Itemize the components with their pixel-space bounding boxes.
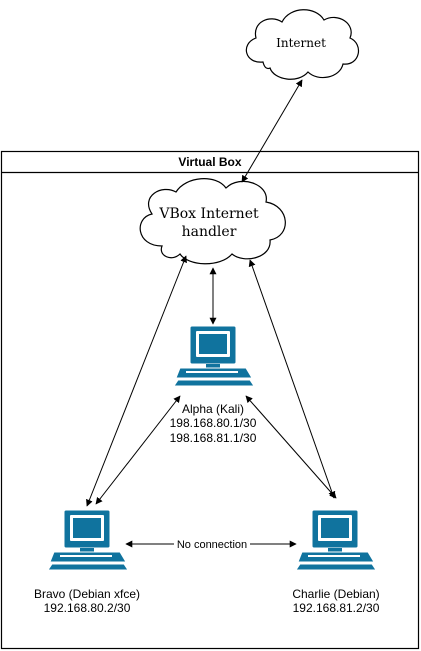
charlie-computer-icon (295, 509, 377, 571)
charlie-ip: 192.168.81.2/30 (293, 601, 380, 615)
edge-alpha-bravo (95, 395, 181, 505)
no-connection-label-bg (174, 536, 250, 552)
bravo-name: Bravo (Debian xfce) (34, 587, 140, 601)
alpha-computer-icon (173, 325, 255, 387)
no-connection-label: No connection (177, 539, 247, 551)
bravo-computer-icon (47, 509, 129, 571)
edge-internet-vbox (241, 79, 303, 183)
bravo-ip: 192.168.80.2/30 (44, 601, 131, 615)
bravo-node: Bravo (Debian xfce) 192.168.80.2/30 (34, 509, 140, 615)
edge-vbox-charlie (248, 259, 336, 499)
edges (86, 79, 337, 548)
alpha-name: Alpha (Kali) (182, 402, 244, 416)
vbox-internet-handler-cloud: VBox Internet handler (139, 178, 286, 265)
virtual-box-container: Virtual Box (0, 150, 420, 650)
vbox-handler-label-line1: VBox Internet (158, 206, 259, 222)
internet-cloud: Internet (245, 9, 360, 80)
charlie-name: Charlie (Debian) (292, 587, 379, 601)
alpha-ip-1: 198.168.80.1/30 (170, 416, 257, 430)
edge-alpha-charlie (245, 395, 337, 499)
charlie-node: Charlie (Debian) 192.168.81.2/30 (292, 509, 380, 615)
alpha-node: Alpha (Kali) 198.168.80.1/30 198.168.81.… (170, 325, 257, 445)
internet-label: Internet (276, 36, 326, 50)
virtual-box-title: Virtual Box (178, 155, 241, 169)
vbox-handler-label-line2: handler (182, 224, 237, 240)
edge-vbox-bravo (86, 255, 187, 507)
alpha-ip-2: 198.168.81.1/30 (170, 431, 257, 445)
